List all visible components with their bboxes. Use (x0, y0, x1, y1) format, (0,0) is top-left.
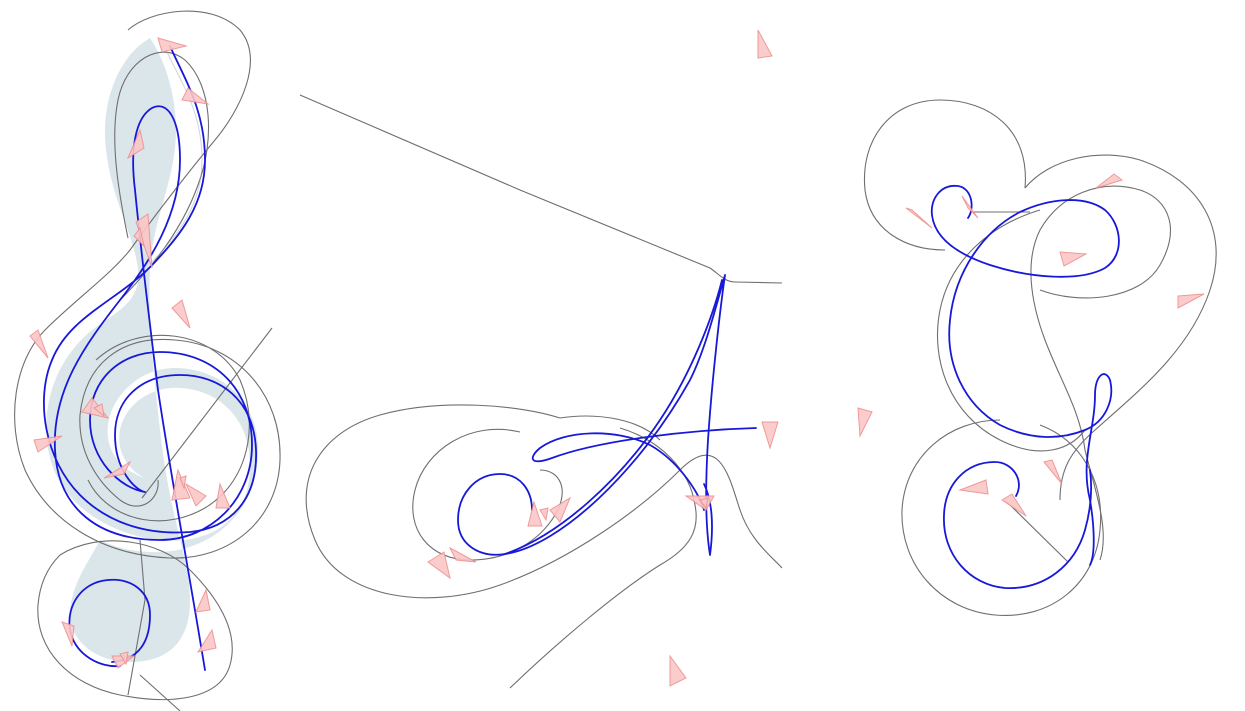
spiral-guide-right-drop (1084, 449, 1104, 561)
panel-letter-a (299, 29, 873, 689)
clef-guide-tail (139, 674, 181, 711)
clef-main-curve-shadow (151, 49, 203, 263)
a-left-leg (504, 279, 723, 555)
a-marker-8 (427, 551, 451, 580)
spiral-main-curve (930, 185, 1120, 501)
a-marker-4 (684, 495, 715, 511)
clef-marker-6 (29, 329, 49, 359)
spiral-guide-diagonal (1004, 499, 1069, 563)
a-marker-7 (448, 546, 477, 563)
spiral-marker-4 (1059, 251, 1088, 267)
clef-marker-12 (215, 482, 231, 509)
a-guide-join (559, 415, 661, 441)
a-marker-9 (669, 654, 687, 687)
spiral-guide-big-loop (936, 209, 1086, 452)
clef-marker-11 (184, 482, 207, 507)
clef-marker-14 (61, 621, 75, 647)
a-marker-6 (549, 496, 572, 523)
clef-guide-stem (127, 539, 146, 696)
a-marker-10 (539, 507, 549, 522)
clef-marker-16 (196, 628, 217, 653)
spiral-marker-1 (905, 207, 933, 229)
clef-marker-9 (103, 460, 132, 479)
spiral-guide-top-left (863, 99, 1026, 251)
clef-bottom-spiral (68, 578, 151, 668)
clef-guide-ring (87, 334, 250, 522)
a-crossbar (531, 427, 757, 511)
spiral-guide-top-right (1024, 154, 1217, 501)
clef-marker-17 (93, 403, 105, 418)
clef-guide-outer (14, 10, 281, 559)
a-guide-top-line (299, 94, 783, 284)
clef-marker-18 (133, 226, 145, 248)
clef-shaded-region (46, 38, 259, 662)
clef-marker-1 (157, 37, 188, 53)
spiral-marker-7 (1001, 493, 1027, 517)
a-marker-2 (761, 421, 779, 450)
clef-marker-3 (126, 128, 145, 160)
clef-main-curve (43, 45, 257, 671)
spiral-guide-inner-right (1030, 185, 1171, 451)
panel-treble-clef (14, 10, 281, 711)
spiral-right-tail (1089, 499, 1095, 566)
a-guide-lower-sweep (509, 427, 697, 689)
clef-guide-loop-top (114, 51, 210, 301)
spiral-marker-6 (958, 479, 989, 495)
a-main-curve (457, 274, 726, 556)
clef-marker-5 (171, 299, 191, 329)
clef-marker-8 (33, 435, 63, 453)
spiral-marker-5 (1177, 293, 1205, 309)
clef-guide-bottom (37, 540, 233, 701)
a-marker-5 (527, 500, 543, 527)
spiral-marker-8 (1043, 459, 1063, 485)
a-marker-11 (699, 497, 709, 510)
spiral-marker-2 (961, 195, 979, 219)
clef-guide-diagonal (141, 327, 273, 499)
clef-marker-13 (195, 588, 211, 613)
a-marker-3 (857, 407, 873, 438)
panel-double-spiral (863, 99, 1217, 617)
clef-marker-19 (179, 475, 187, 490)
spiral-marker-3 (1095, 173, 1124, 189)
clef-marker-2 (181, 87, 210, 105)
spiral-bottom-curve (943, 461, 1093, 589)
spiral-guide-bottom-circle (901, 419, 1102, 617)
a-marker-1 (757, 29, 773, 59)
a-guide-outer-loop (305, 404, 783, 599)
clef-marker-20 (119, 651, 129, 666)
